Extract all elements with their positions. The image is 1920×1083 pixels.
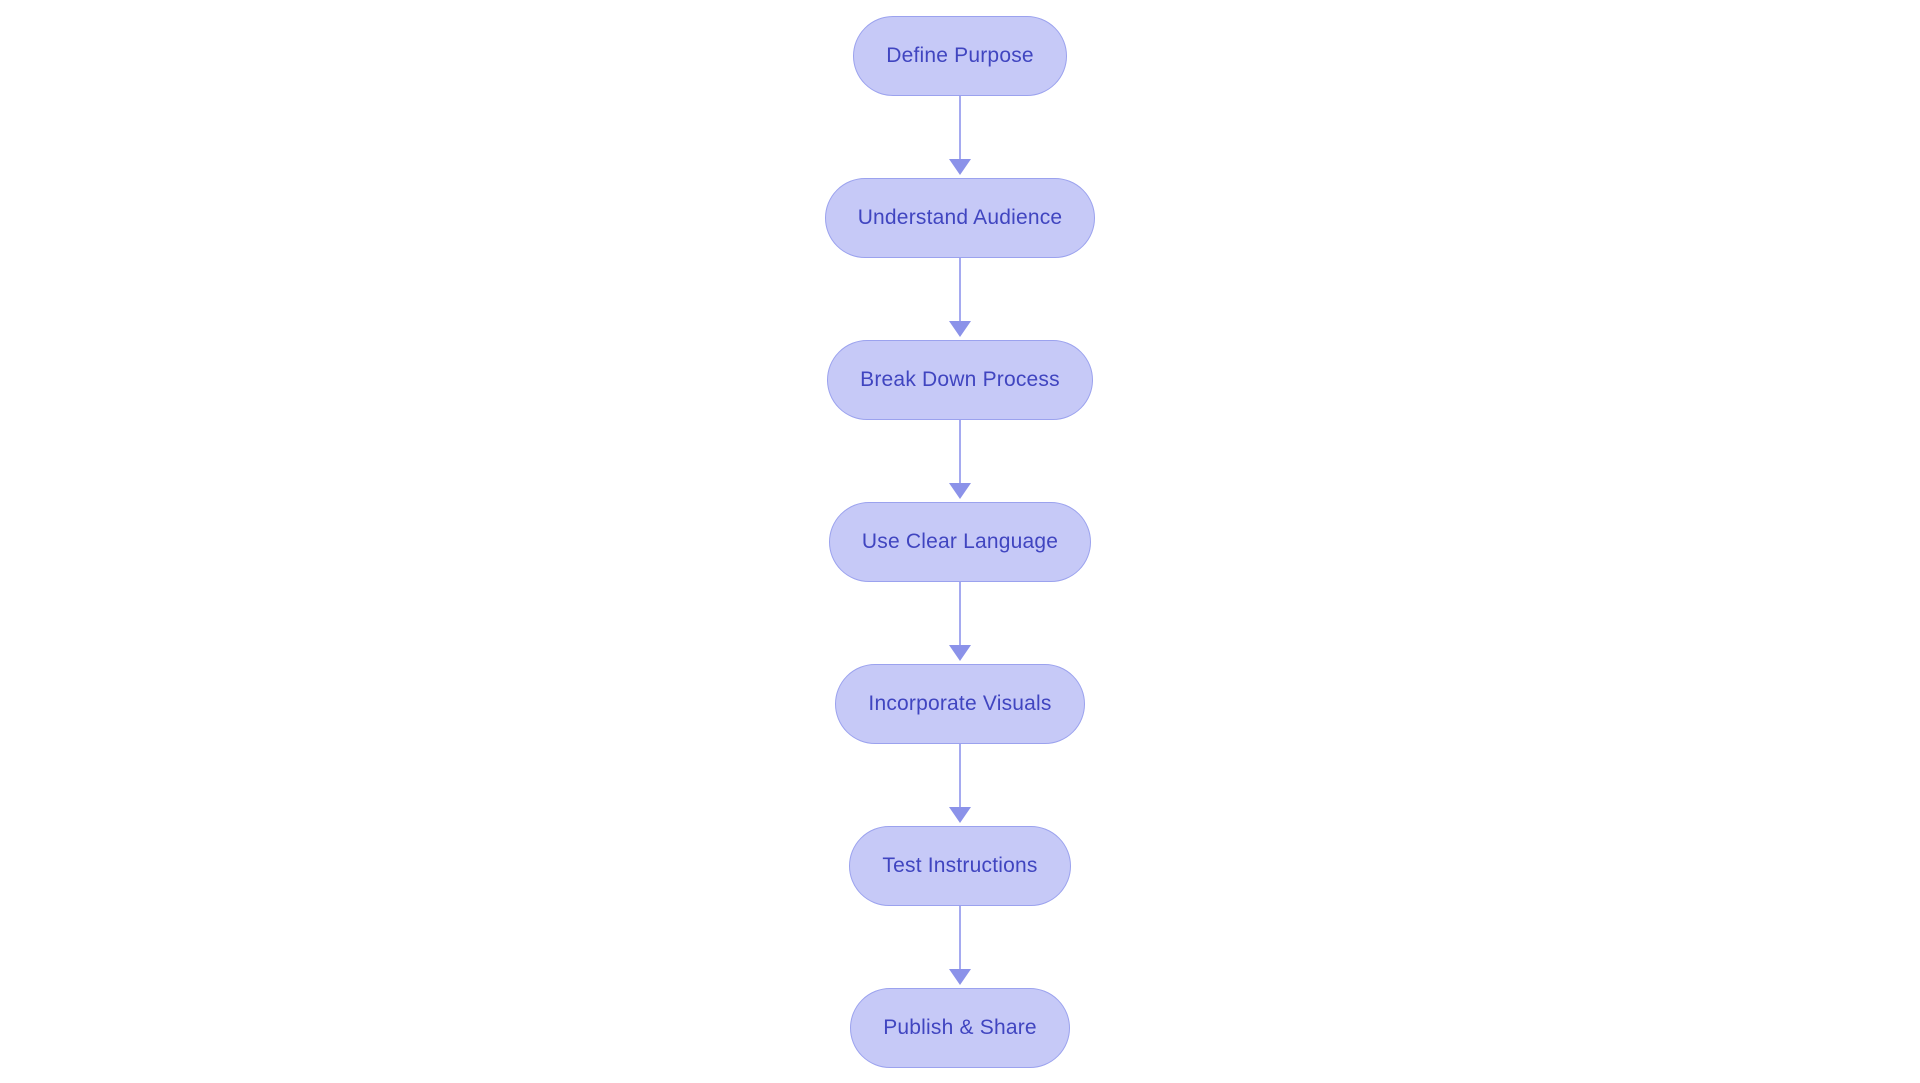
flow-node-understand-audience[interactable]: Understand Audience [824,178,1096,258]
arrow-line [959,258,961,321]
arrow-line [959,420,961,483]
arrow-head-icon [949,321,971,337]
flow-node-break-down-process[interactable]: Break Down Process [827,340,1093,420]
flow-node-incorporate-visuals[interactable]: Incorporate Visuals [835,664,1085,744]
arrow-line [959,906,961,969]
arrow-line [959,96,961,159]
flow-node-label: Incorporate Visuals [868,692,1052,715]
arrow-head-icon [949,483,971,499]
arrow-head-icon [949,645,971,661]
arrow-head-icon [949,159,971,175]
arrow-head-icon [949,807,971,823]
flow-arrow [949,96,971,178]
arrow-line [959,744,961,807]
flow-node-use-clear-language[interactable]: Use Clear Language [828,502,1092,582]
flow-node-label: Understand Audience [857,206,1063,229]
flow-arrow [949,258,971,340]
flow-node-define-purpose[interactable]: Define Purpose [853,16,1067,96]
flow-arrow [949,744,971,826]
flow-arrow [949,906,971,988]
flow-node-test-instructions[interactable]: Test Instructions [849,826,1071,906]
arrow-line [959,582,961,645]
flow-node-label: Define Purpose [886,44,1034,67]
flow-node-label: Use Clear Language [861,530,1059,553]
flow-node-label: Break Down Process [860,368,1060,391]
flow-node-label: Publish & Share [883,1016,1037,1039]
flow-arrow [949,420,971,502]
flow-node-publish-share[interactable]: Publish & Share [850,988,1070,1068]
flow-node-label: Test Instructions [882,854,1038,877]
flow-arrow [949,582,971,664]
arrow-head-icon [949,969,971,985]
